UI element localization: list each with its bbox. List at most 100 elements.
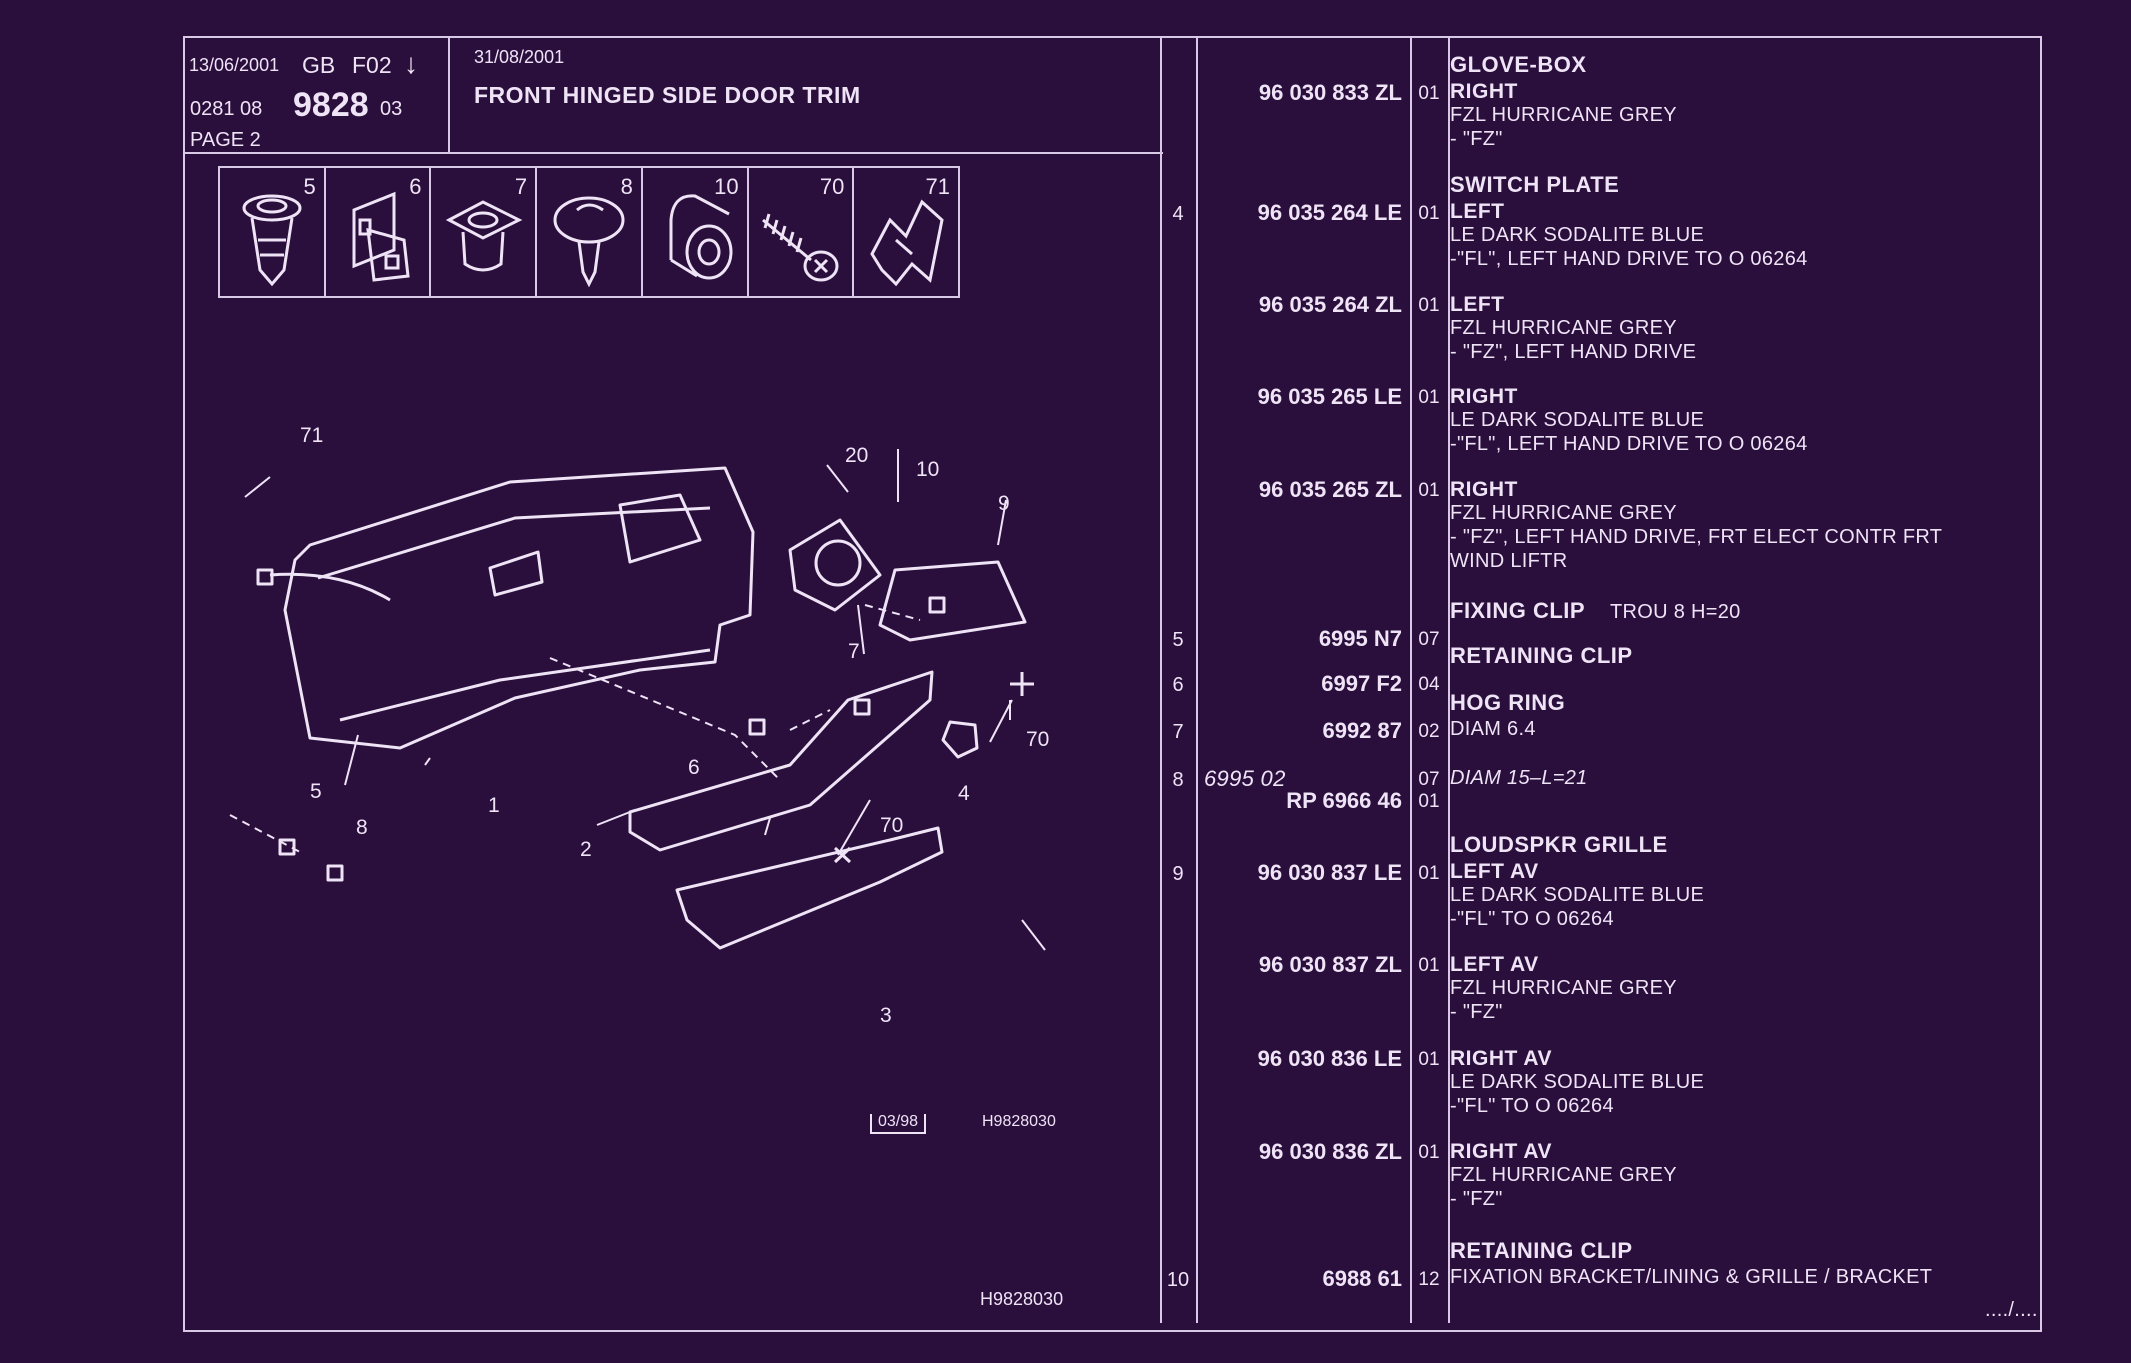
part-number: 96 030 836 ZL	[1258, 1139, 1402, 1164]
part-detail-line: - "FZ"	[1450, 1188, 1503, 1210]
loudspeaker-grille	[878, 560, 1027, 642]
clip-wire	[269, 572, 391, 602]
icon-ref: 10	[714, 174, 739, 199]
leader-lines	[229, 604, 921, 853]
part-detail-line: -"FL" TO O 06264	[1450, 908, 1614, 930]
part-detail-line: - "FZ"	[1450, 128, 1503, 150]
part-detail-line: FZL HURRICANE GREY	[1450, 502, 1677, 524]
part-detail-line: LEFT	[1450, 200, 1505, 223]
bushing-clip-icon	[669, 194, 733, 280]
qty-column-rule	[1410, 36, 1412, 1323]
part-detail-line: -"FL" TO O 06264	[1450, 1095, 1614, 1117]
part-detail-line: LE DARK SODALITE BLUE	[1450, 884, 1705, 906]
page-title: FRONT HINGED SIDE DOOR TRIM	[474, 82, 861, 108]
part-detail-line: FZL HURRICANE GREY	[1450, 1164, 1677, 1186]
part-detail-line: RIGHT	[1450, 385, 1518, 408]
ref-number: 5	[1172, 629, 1184, 651]
header-divider	[183, 152, 1163, 154]
screw-70-marker	[833, 846, 852, 864]
catalogue-sheet	[183, 36, 2042, 1332]
rivet-8-marker	[326, 864, 344, 882]
part-detail-line: RIGHT	[1450, 478, 1518, 501]
icon-ref: 8	[620, 174, 633, 199]
quantity: 04	[1418, 674, 1440, 695]
ref-number: 8	[1172, 769, 1184, 791]
screw-icon	[761, 213, 839, 282]
door-handle-recess	[488, 550, 544, 597]
part-name: GLOVE-BOX	[1450, 52, 1587, 77]
screw-70-marker	[1010, 672, 1034, 696]
part-detail-line: FZL HURRICANE GREY	[1450, 317, 1677, 339]
quantity: 01	[1418, 83, 1440, 104]
callout: 8	[356, 816, 368, 839]
part-detail-line: FIXATION BRACKET/LINING & GRILLE / BRACK…	[1450, 1266, 1933, 1288]
part-number: 96 035 265 LE	[1257, 384, 1402, 409]
quantity: 01	[1418, 1142, 1440, 1163]
part-number: 6995 N7	[1318, 626, 1402, 651]
quantity: 12	[1418, 1269, 1440, 1290]
spring-clip-icon	[870, 199, 944, 287]
partno-column-rule	[1196, 36, 1198, 1323]
header-column-divider	[448, 36, 450, 154]
part-number: 96 030 833 ZL	[1258, 80, 1402, 105]
quantity: 02	[1418, 721, 1440, 742]
speaker-housing	[788, 518, 882, 612]
quantity: 01	[1418, 295, 1440, 316]
clip-10-marker	[928, 596, 946, 614]
callout: 1	[488, 794, 500, 817]
ref-number: 6	[1172, 674, 1184, 696]
quantity: 01	[1418, 480, 1440, 501]
catalogue-prefix: 0281 08	[190, 98, 263, 120]
part-number: 96 035 264 ZL	[1258, 292, 1402, 317]
continued-mark: ..../....	[1985, 1299, 2038, 1321]
quantity: 01	[1418, 791, 1440, 812]
clip-5-marker	[278, 838, 296, 856]
quantity: 07	[1418, 629, 1440, 650]
icon-cell: 5	[220, 168, 326, 296]
part-name: LOUDSPKR GRILLE	[1450, 832, 1668, 857]
icon-cell: 6	[326, 168, 432, 296]
part-detail-line: FZL HURRICANE GREY	[1450, 977, 1677, 999]
callout: 6	[688, 756, 700, 779]
part-detail-line: - "FZ", LEFT HAND DRIVE	[1450, 341, 1697, 363]
part-number: RP 6966 46	[1286, 788, 1402, 813]
quantity: 01	[1418, 387, 1440, 408]
callout: 5	[310, 780, 322, 803]
diagram-ref: H9828030	[982, 1113, 1056, 1130]
section-code: F02	[352, 52, 392, 78]
part-number-alt: 6995 02	[1204, 766, 1286, 791]
icon-ref: 70	[819, 174, 845, 199]
callout: 71	[300, 424, 323, 447]
plate-suffix: 03	[380, 98, 403, 120]
part-detail-line: -"FL", LEFT HAND DRIVE TO O 06264	[1450, 248, 1808, 270]
part-detail-line: -"FL", LEFT HAND DRIVE TO O 06264	[1450, 433, 1808, 455]
hog-ring-7-marker	[853, 698, 871, 716]
quantity: 01	[1418, 863, 1440, 884]
retaining-clip-icon	[352, 191, 410, 282]
callout: 3	[880, 1004, 892, 1027]
fastener-icon-strip: 5 6 7 8 10 70 71	[218, 166, 960, 298]
ref-number: 4	[1172, 203, 1184, 225]
diagram-date-box: 03/98	[870, 1114, 927, 1134]
callout: 20	[845, 444, 868, 467]
door-speaker-recess	[618, 493, 702, 564]
part-number: 6992 87	[1322, 718, 1402, 743]
part-detail-line: DIAM 6.4	[1450, 718, 1536, 740]
ref-number: 7	[1172, 721, 1184, 743]
hog-ring-icon	[446, 200, 523, 272]
page-label: PAGE 2	[190, 129, 261, 151]
part-number: 96 035 265 ZL	[1258, 477, 1402, 502]
language-code: GB	[302, 52, 336, 78]
part-detail-line: LE DARK SODALITE BLUE	[1450, 224, 1705, 246]
part-name: RETAINING CLIP	[1450, 643, 1633, 668]
part-detail-line: WIND LIFTR	[1450, 550, 1568, 572]
part-name: SWITCH PLATE	[1450, 172, 1620, 197]
section-arrow-icon: ↓	[404, 48, 418, 79]
part-detail-line: LEFT AV	[1450, 860, 1539, 883]
callout: 2	[580, 838, 592, 861]
quantity: 01	[1418, 955, 1440, 976]
part-detail-line: - "FZ"	[1450, 1001, 1503, 1023]
door-panel-outline	[283, 466, 755, 750]
ref-number: 10	[1166, 1269, 1190, 1291]
icon-cell: 70	[749, 168, 855, 296]
